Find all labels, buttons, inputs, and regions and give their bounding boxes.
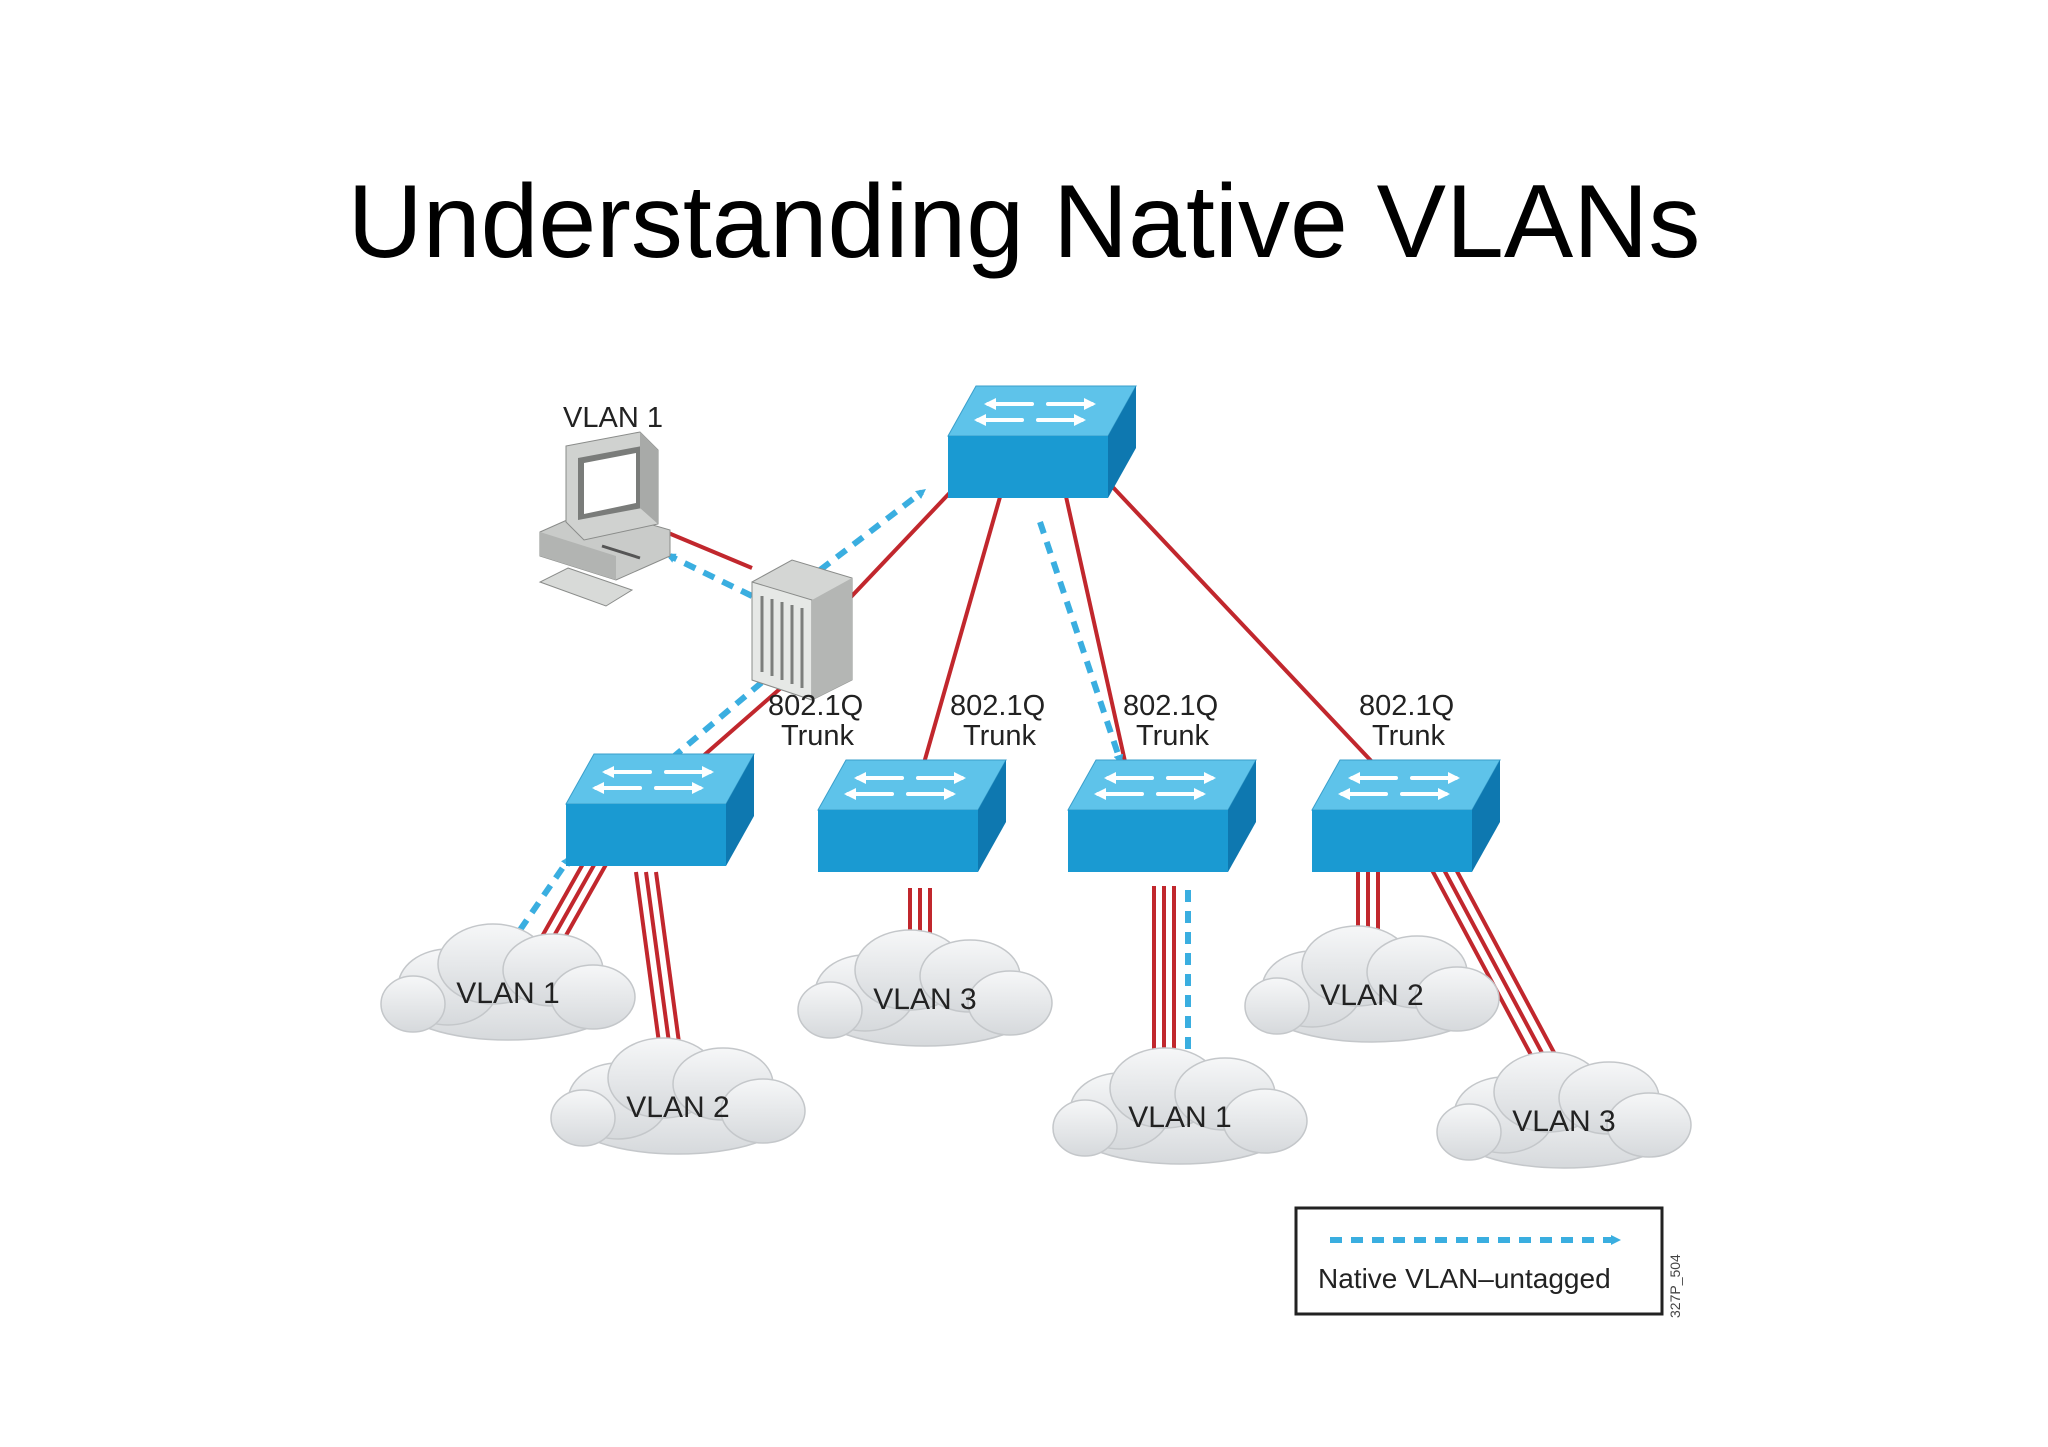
cloud-vlan1-right: VLAN 1 [1052, 1047, 1308, 1165]
legend-box [1294, 1206, 1664, 1316]
cloud-vlan2-left: VLAN 2 [550, 1037, 806, 1155]
pc-workstation [538, 431, 671, 607]
pc-label: VLAN 1 [563, 402, 663, 434]
access-bundle-s3-vlan1 [1152, 886, 1176, 1070]
cloud-label: VLAN 2 [1320, 979, 1423, 1012]
cloud-label: VLAN 3 [873, 983, 976, 1016]
trunk-label-1-line2: Trunk [781, 720, 855, 752]
cloud-vlan3-middle: VLAN 3 [797, 929, 1053, 1047]
trunk-label-3-line1: 802.1Q [1123, 690, 1218, 722]
trunk-label-2: 802.1Q Trunk [950, 690, 1045, 752]
native-arrow-firewall-to-top [818, 488, 926, 573]
trunk-links [665, 480, 1377, 780]
access-links [538, 854, 1560, 1070]
access-bundle-s4-vlan3 [1430, 861, 1560, 1069]
cloud-label: VLAN 1 [456, 977, 559, 1010]
figure-id: 327P_504 [1667, 1254, 1683, 1318]
trunk-label-4: 802.1Q Trunk [1359, 690, 1454, 752]
access-switch-2 [816, 758, 1008, 874]
core-switch [946, 384, 1138, 500]
trunk-label-2-line1: 802.1Q [950, 690, 1045, 722]
firewall-device [751, 559, 853, 701]
trunk-line-to-switch-2 [920, 489, 1004, 771]
trunk-label-4-line1: 802.1Q [1359, 690, 1454, 722]
trunk-label-2-line2: Trunk [963, 720, 1037, 752]
access-switch-1 [564, 752, 756, 868]
pc-screen [584, 453, 636, 514]
cloud-vlan1-left: VLAN 1 [380, 923, 636, 1041]
cloud-label: VLAN 2 [626, 1091, 729, 1124]
legend: Native VLAN–untagged [1294, 1206, 1664, 1316]
native-arrow-cloud-to-switch1 [517, 855, 571, 932]
cloud-vlan2-right: VLAN 2 [1244, 925, 1500, 1043]
trunk-line-to-firewall [848, 480, 962, 600]
access-bundle-s1-vlan2 [634, 871, 682, 1051]
access-switch-3 [1066, 758, 1258, 874]
pc-keyboard [538, 567, 634, 607]
trunk-label-1-line1: 802.1Q [768, 690, 863, 722]
cloud-label: VLAN 3 [1512, 1105, 1615, 1138]
access-bundle-s1-vlan1 [538, 854, 610, 947]
native-vlan-paths [517, 488, 1193, 1063]
trunk-label-1: 802.1Q Trunk [768, 690, 863, 752]
trunk-line-to-switch-4 [1106, 480, 1377, 767]
native-arrow-firewall-to-pc [665, 553, 754, 599]
trunk-label-3-line2: Trunk [1136, 720, 1210, 752]
trunk-label-3: 802.1Q Trunk [1123, 690, 1218, 752]
cloud-vlan3-right: VLAN 3 [1436, 1051, 1692, 1169]
access-switch-4 [1310, 758, 1502, 874]
legend-label: Native VLAN–untagged [1318, 1263, 1611, 1294]
cloud-label: VLAN 1 [1128, 1101, 1231, 1134]
trunk-label-4-line2: Trunk [1372, 720, 1446, 752]
slide-title: Understanding Native VLANs [347, 164, 1701, 280]
pc-to-firewall-line [665, 530, 753, 570]
access-bundle-s4-vlan2 [1356, 872, 1380, 935]
native-arrow-switch1-to-firewall [670, 659, 788, 761]
trunk-line-to-switch-3 [1063, 491, 1130, 776]
